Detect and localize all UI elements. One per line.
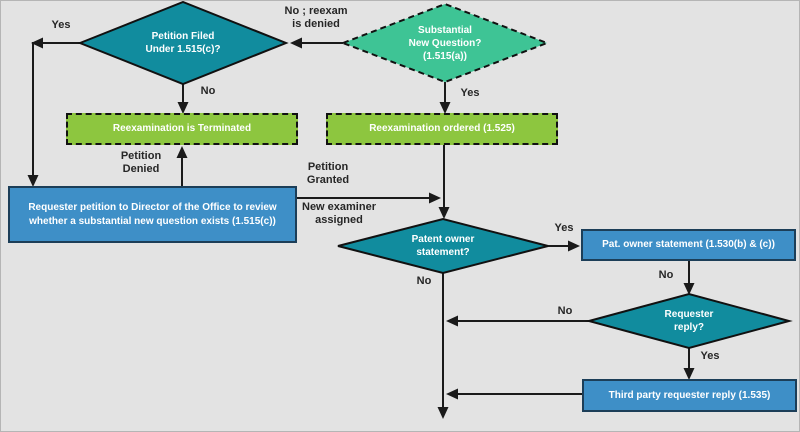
node-reexamination-ordered-label: Reexamination ordered (1.525): [369, 123, 515, 134]
node-requester-petition-to-director: Requester petition to Director of the Of…: [8, 186, 297, 243]
decision-patent-owner-statement: [337, 217, 549, 275]
node-reexamination-ordered: Reexamination ordered (1.525): [326, 113, 558, 145]
decision-petition-filed: [77, 1, 289, 86]
connector-lines: [27, 37, 695, 419]
node-requester-petition-to-director-label: Requester petition to Director of the Of…: [28, 201, 277, 227]
decision-requester-reply: [585, 292, 793, 350]
node-third-party-requester-reply: Third party requester reply (1.535): [582, 379, 797, 412]
node-pat-owner-statement: Pat. owner statement (1.530(b) & (c)): [581, 229, 796, 261]
node-reexamination-terminated: Reexamination is Terminated: [66, 113, 298, 145]
node-third-party-requester-reply-label: Third party requester reply (1.535): [608, 389, 771, 401]
node-reexamination-terminated-label: Reexamination is Terminated: [112, 123, 252, 134]
node-pat-owner-statement-label: Pat. owner statement (1.530(b) & (c)): [602, 239, 775, 250]
decision-substantial-new-question: [340, 2, 550, 84]
